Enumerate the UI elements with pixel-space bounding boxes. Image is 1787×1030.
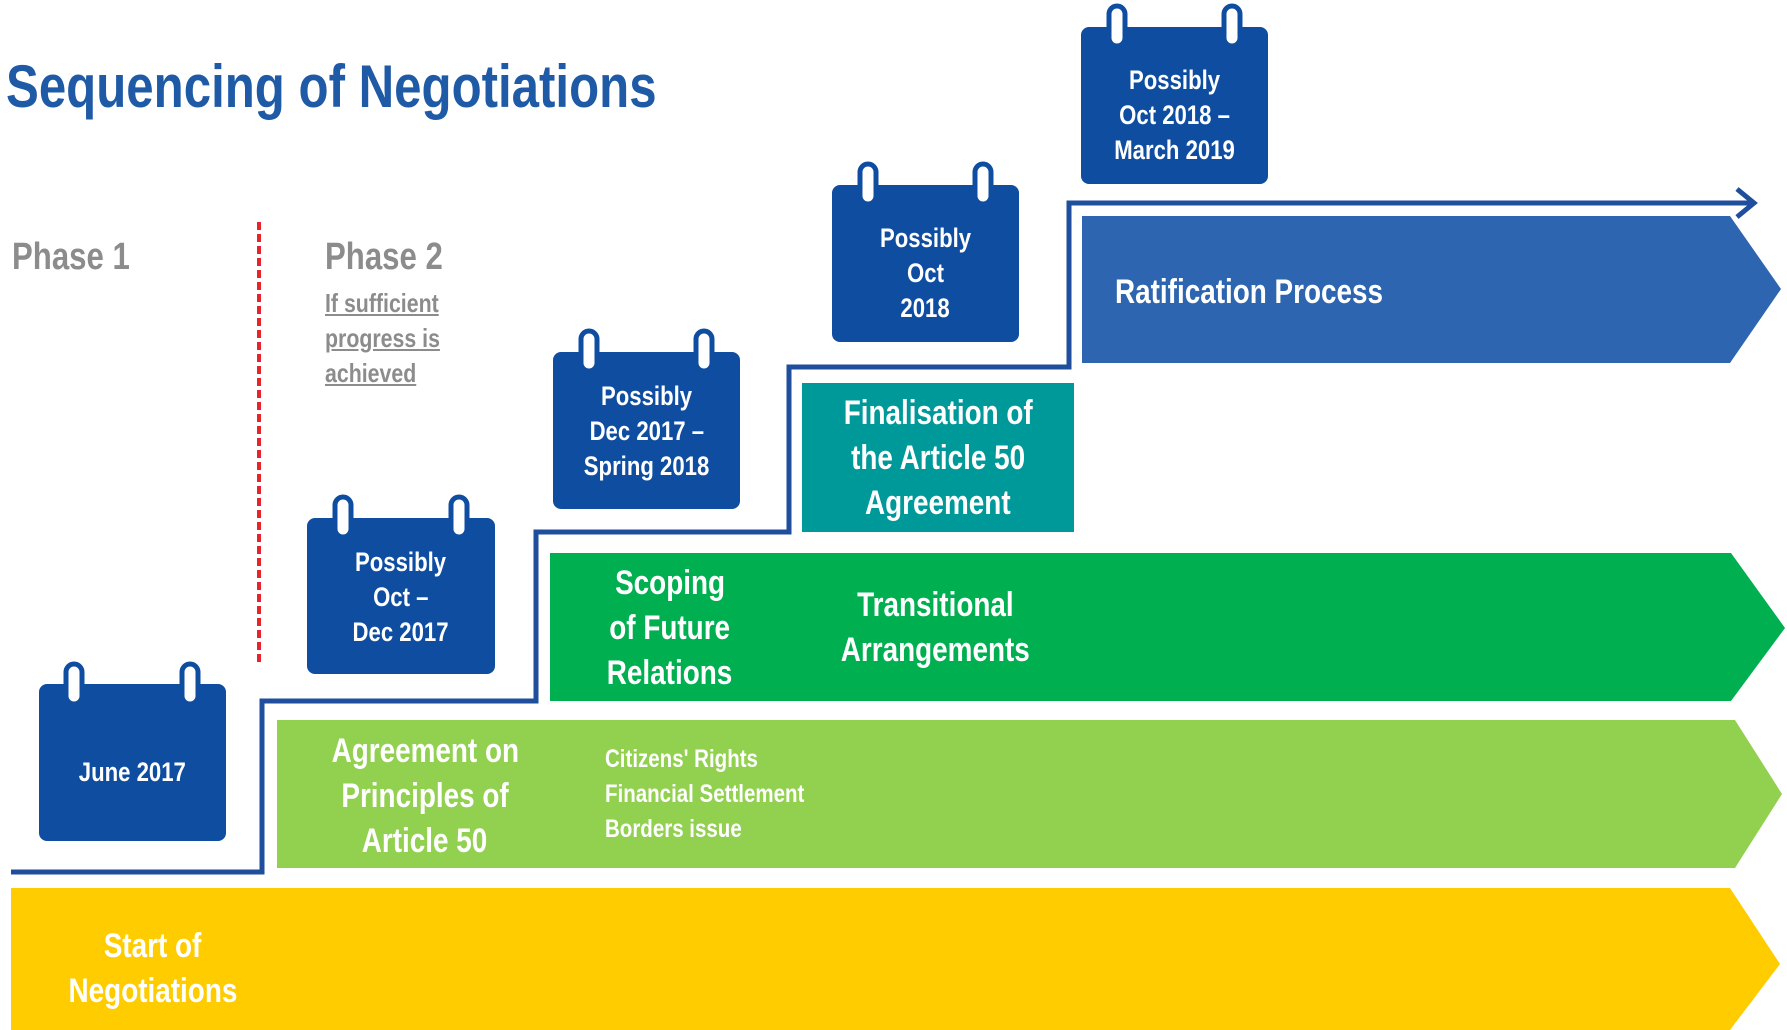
calendar-oct-dec-2017-text: Possibly Oct – Dec 2017 — [352, 546, 450, 647]
start-band-label: Start of Negotiations — [68, 927, 237, 1010]
start-band — [11, 888, 1780, 1030]
phase-divider — [257, 222, 261, 662]
phase-2-label: Phase 2 — [325, 236, 443, 278]
calendar-icon — [832, 161, 1019, 342]
calendar-june-2017-text: June 2017 — [78, 757, 187, 787]
principles-band-label: Agreement on Principles of Article 50 — [331, 731, 519, 860]
phase-2-condition-note: If sufficient progress is achieved — [325, 288, 440, 388]
principles-band — [277, 720, 1782, 868]
calendar-oct-2018-text: Possibly Oct 2018 — [879, 222, 972, 323]
transition-band — [550, 553, 1785, 701]
calendar-oct-march-text: Possibly Oct 2018 – March 2019 — [1114, 64, 1235, 165]
calendar-dec-spring-text: Possibly Dec 2017 – Spring 2018 — [583, 380, 710, 481]
finalisation-box — [802, 383, 1074, 532]
transitional-label: Transitional Arrangements — [840, 586, 1030, 669]
timeline-arrowhead — [1735, 187, 1758, 219]
finalisation-label: Finalisation of the Article 50 Agreement — [843, 393, 1033, 522]
principles-issues-list: Citizens' Rights Financial Settlement Bo… — [605, 742, 848, 847]
calendar-icon — [307, 494, 495, 674]
scoping-label: Scoping of Future Relations — [607, 563, 733, 692]
issue-item: Citizens' Rights — [605, 745, 758, 773]
calendar-icon — [1081, 3, 1268, 184]
staircase-line — [11, 200, 1750, 875]
phase-1-label: Phase 1 — [12, 236, 130, 278]
page-title: Sequencing of Negotiations — [6, 53, 657, 120]
ratification-band — [1082, 216, 1781, 363]
calendar-icon — [553, 328, 740, 509]
calendar-icon — [39, 661, 226, 841]
issue-item: Financial Settlement — [605, 780, 805, 808]
issue-item: Borders issue — [605, 815, 742, 843]
ratification-label: Ratification Process — [1115, 272, 1384, 311]
